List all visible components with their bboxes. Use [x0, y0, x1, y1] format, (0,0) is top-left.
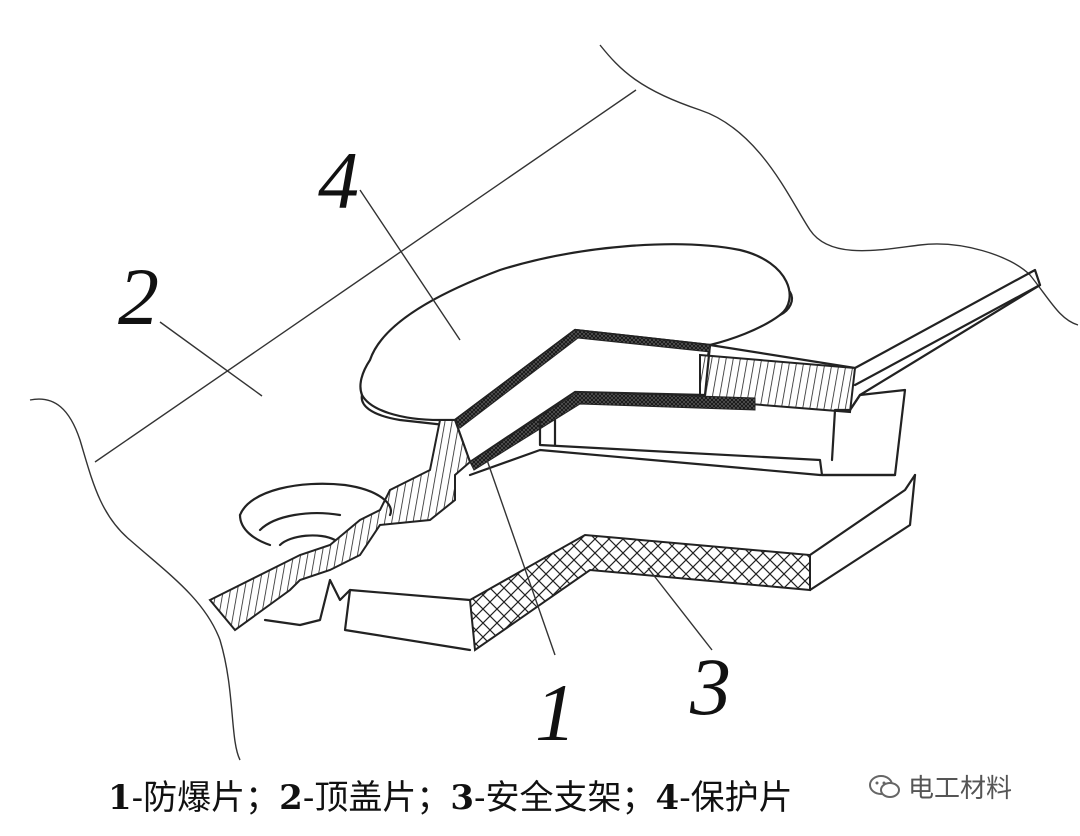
caption-text-1: -防爆片； — [131, 778, 280, 818]
caption-num-1: 1 — [108, 778, 132, 818]
bracket-left-tab — [343, 588, 472, 652]
figure-caption: 1-防爆片；2-顶盖片；3-安全支架；4-保护片 — [108, 778, 793, 819]
watermark-text: 电工材料 — [908, 774, 1013, 804]
safety-bracket — [468, 533, 811, 652]
leader-4 — [359, 189, 461, 341]
callout-4: 4 — [318, 135, 359, 226]
protective-sheet-edge-right — [778, 290, 794, 317]
watermark: 电工材料 — [868, 768, 1012, 805]
callout-3: 3 — [690, 641, 731, 732]
caption-text-3: -安全支架； — [474, 778, 656, 818]
vent-hole — [238, 482, 393, 547]
protective-sheet-edge — [360, 393, 447, 427]
cover-hatch-left — [208, 419, 472, 632]
leader-1 — [486, 459, 556, 656]
callout-1: 1 — [535, 667, 576, 758]
rupture-disc-bottom-layer — [469, 391, 756, 471]
caption-num-3: 3 — [450, 778, 475, 818]
caption-text-4: -保护片 — [679, 778, 793, 818]
cover-outline — [29, 398, 241, 761]
wechat-icon — [869, 774, 900, 798]
callout-2: 2 — [118, 251, 159, 342]
bracket-right-edge — [808, 473, 917, 592]
caption-num-2: 2 — [279, 778, 303, 818]
cover-edge-line — [94, 89, 637, 463]
vent-hole-rim — [238, 513, 272, 547]
caption-text-2: -顶盖片； — [302, 778, 451, 818]
leader-2 — [159, 321, 263, 397]
cover-slab-line — [853, 283, 1042, 387]
bracket-top-edge — [808, 473, 917, 557]
bracket-foot — [263, 578, 352, 627]
rupture-disc-top-layer — [454, 329, 711, 429]
inner-cavity — [538, 388, 907, 477]
leader-3 — [647, 567, 713, 651]
bracket-upper-line — [468, 448, 897, 477]
caption-num-4: 4 — [655, 778, 680, 818]
cover-outline-right — [599, 44, 1079, 326]
